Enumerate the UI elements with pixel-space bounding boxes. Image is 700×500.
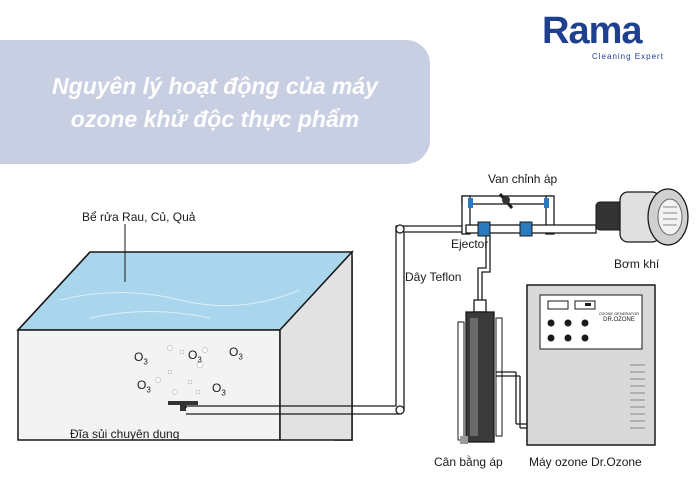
water-ripple-1 bbox=[59, 289, 301, 307]
logo-wordmark: Rama bbox=[542, 10, 642, 52]
ozone-machine bbox=[526, 284, 656, 446]
ozone-label: O3 bbox=[188, 348, 202, 365]
pressure-balancer bbox=[457, 299, 528, 444]
logo-tagline: Cleaning Expert bbox=[592, 52, 664, 61]
rama-logo: Rama Cleaning Expert bbox=[530, 10, 670, 62]
ejector-label: Ejector bbox=[451, 237, 489, 251]
generator-panel-line-2: DR.OZONE bbox=[603, 317, 635, 323]
machine-label: Máy ozone Dr.Ozone bbox=[529, 455, 642, 469]
ejector-assembly bbox=[461, 195, 597, 237]
ozone-bubbles bbox=[155, 345, 208, 395]
pressure-valve bbox=[498, 193, 514, 209]
page-title: Nguyên lý hoạt động của máy ozone khử độ… bbox=[0, 70, 430, 136]
air-pump bbox=[595, 188, 689, 246]
valve-label: Van chỉnh áp bbox=[488, 172, 558, 186]
tank-inner-edge bbox=[17, 251, 91, 331]
tank-label: Bể rửa Rau, Củ, Quả bbox=[82, 210, 196, 224]
diffuser-label: Đĩa sủi chuyên dụng bbox=[70, 427, 180, 441]
teflon-line bbox=[477, 236, 491, 302]
diffuser-disc bbox=[168, 401, 198, 411]
wash-tank bbox=[16, 224, 354, 441]
ozone-label: O3 bbox=[134, 350, 148, 367]
generator-panel-line-1: OZONE GENERATOR bbox=[598, 311, 640, 316]
ozone-label: O3 bbox=[212, 381, 226, 398]
ozone-label: O3 bbox=[229, 345, 243, 362]
tank-right-face bbox=[279, 250, 353, 441]
water-ripple-2 bbox=[89, 311, 211, 319]
title-line-1: Nguyên lý hoạt động của máy bbox=[52, 73, 378, 99]
title-banner bbox=[0, 40, 430, 164]
generator-panel-label: OZONE GENERATOR DR.OZONE bbox=[598, 310, 640, 324]
teflon-label: Dây Teflon bbox=[405, 270, 462, 284]
balancer-label: Cân bằng áp bbox=[434, 455, 503, 469]
main-pipe bbox=[185, 224, 466, 415]
title-line-2: ozone khử độc thực phẩm bbox=[70, 106, 360, 132]
pump-label: Bơm khí bbox=[614, 257, 660, 271]
ozone-label: O3 bbox=[137, 378, 151, 395]
